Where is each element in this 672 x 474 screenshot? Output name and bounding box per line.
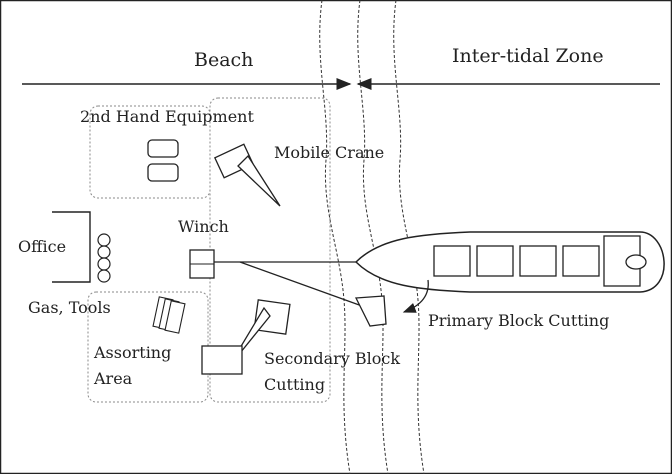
beach-label: Beach (194, 49, 253, 71)
office-label: Office (18, 237, 66, 256)
equipment-box-icon (147, 163, 179, 182)
second-hand-equipment-area (89, 105, 211, 199)
gas-tools-label: Gas, Tools (28, 298, 111, 317)
assorting-area-label-line2: Area (93, 369, 133, 388)
primary-block-cutting-label: Primary Block Cutting (428, 311, 609, 330)
winch-cable-to-block (239, 261, 363, 307)
assorting-area-boundary (87, 291, 209, 403)
ship-compartments (433, 245, 600, 277)
stacked-plates-icon (152, 296, 186, 334)
equipment-box-icon (147, 139, 179, 158)
secondary-block-cutting-label-line2: Cutting (264, 375, 325, 394)
assorting-area-label-line1: Assorting (93, 343, 171, 362)
primary-cut-arrow (402, 279, 429, 313)
mobile-crane-label: Mobile Crane (274, 143, 384, 162)
secondary-block-icon (201, 345, 243, 375)
second-hand-equipment-label: 2nd Hand Equipment (80, 107, 254, 126)
mobile-crane-icon (213, 143, 281, 207)
cut-block-icon (354, 295, 387, 327)
office-icon (52, 211, 91, 283)
secondary-block-cutting-label-line1: Secondary Block (264, 349, 400, 368)
gas-cylinders-icon (97, 233, 111, 283)
ship-funnel-icon (625, 254, 647, 270)
intertidal-zone-label: Inter-tidal Zone (452, 45, 604, 67)
winch-label: Winch (178, 217, 229, 236)
